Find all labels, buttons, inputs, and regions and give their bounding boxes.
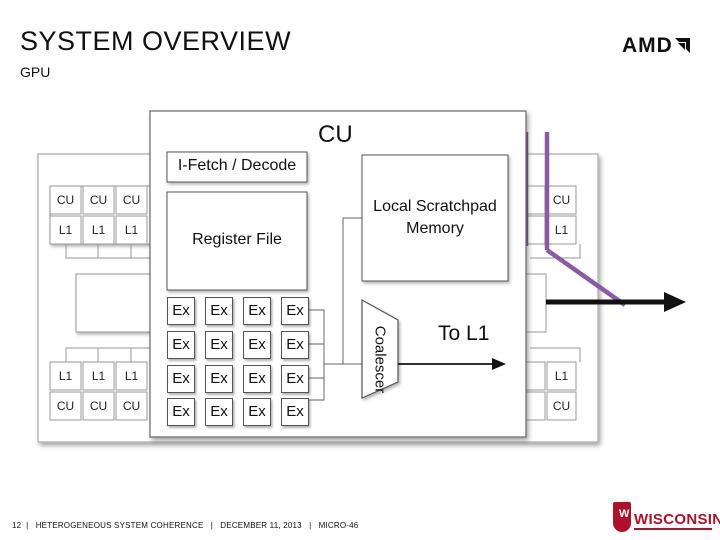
ex-unit: Ex: [281, 365, 309, 393]
local-scratchpad-line2: Memory: [406, 220, 464, 237]
gpu-l1-label: L1: [554, 369, 569, 383]
ex-unit: Ex: [243, 398, 271, 426]
ex-unit: Ex: [243, 331, 271, 359]
gpu-cu-label: CU: [56, 399, 75, 413]
amd-arrow-icon: [674, 35, 690, 53]
ifetch-decode-label: I-Fetch / Decode: [177, 157, 297, 174]
gpu-cu-label: CU: [89, 193, 108, 207]
local-scratchpad-label: Local Scratchpad Memory: [362, 196, 508, 240]
ex-unit: Ex: [281, 297, 309, 325]
amd-logo: AMD: [622, 34, 690, 58]
cu-internal-wires: [307, 217, 362, 401]
register-file-label: Register File: [192, 231, 282, 248]
ex-unit: Ex: [205, 365, 233, 393]
gpu-l1-label: L1: [124, 369, 139, 383]
shared-cache-box-left: [75, 273, 151, 333]
gpu-l1-label: L1: [91, 223, 106, 237]
wisconsin-underline: [634, 528, 712, 530]
gpu-cu-label: CU: [122, 193, 141, 207]
gpu-output-arrow: [546, 292, 686, 312]
gpu-cu-label: CU: [89, 399, 108, 413]
slide-title: SYSTEM OVERVIEW: [20, 26, 292, 56]
ex-unit: Ex: [205, 297, 233, 325]
local-scratchpad-box: [361, 154, 509, 282]
wisconsin-logo: W WISCONSIN: [610, 500, 720, 534]
amd-logo-text: AMD: [622, 34, 673, 57]
register-file-box: [166, 191, 308, 291]
cu-cluster-top-left: [49, 185, 151, 245]
to-l1-arrow: [398, 358, 506, 370]
wisconsin-name: WISCONSIN: [634, 511, 720, 528]
gpu-l1-label: L1: [91, 369, 106, 383]
gpu-l1-label: L1: [124, 223, 139, 237]
slide-subtitle: GPU: [20, 64, 51, 80]
ex-unit: Ex: [205, 398, 233, 426]
cu-cluster-bottom-left: [49, 361, 148, 421]
ex-unit: Ex: [281, 398, 309, 426]
ex-unit: Ex: [281, 331, 309, 359]
footer-text: 12 | HETEROGENEOUS SYSTEM COHERENCE | DE…: [12, 521, 359, 530]
wisconsin-crest-icon: W: [613, 502, 631, 532]
cu-title: CU: [318, 121, 353, 148]
gpu-bus-lines: [65, 244, 581, 362]
local-scratchpad-line1: Local Scratchpad: [373, 198, 497, 215]
gpu-cu-label: CU: [56, 193, 75, 207]
ex-unit: Ex: [167, 365, 195, 393]
ex-unit: Ex: [167, 331, 195, 359]
to-l1-label: To L1: [438, 322, 490, 345]
gpu-l1-label: L1: [58, 369, 73, 383]
ex-unit: Ex: [205, 331, 233, 359]
coalescer-shape: [361, 298, 399, 399]
coalescer-label: Coalescer: [371, 325, 389, 394]
ex-unit: Ex: [243, 297, 271, 325]
ex-unit: Ex: [167, 398, 195, 426]
ex-unit: Ex: [243, 365, 271, 393]
gpu-cu-label: CU: [552, 193, 571, 207]
gpu-l1-label: L1: [58, 223, 73, 237]
gpu-l1-label: L1: [554, 223, 569, 237]
gpu-cu-label: CU: [122, 399, 141, 413]
ex-unit: Ex: [167, 297, 195, 325]
ifetch-decode-box: [166, 151, 308, 183]
gpu-cu-label: CU: [552, 399, 571, 413]
